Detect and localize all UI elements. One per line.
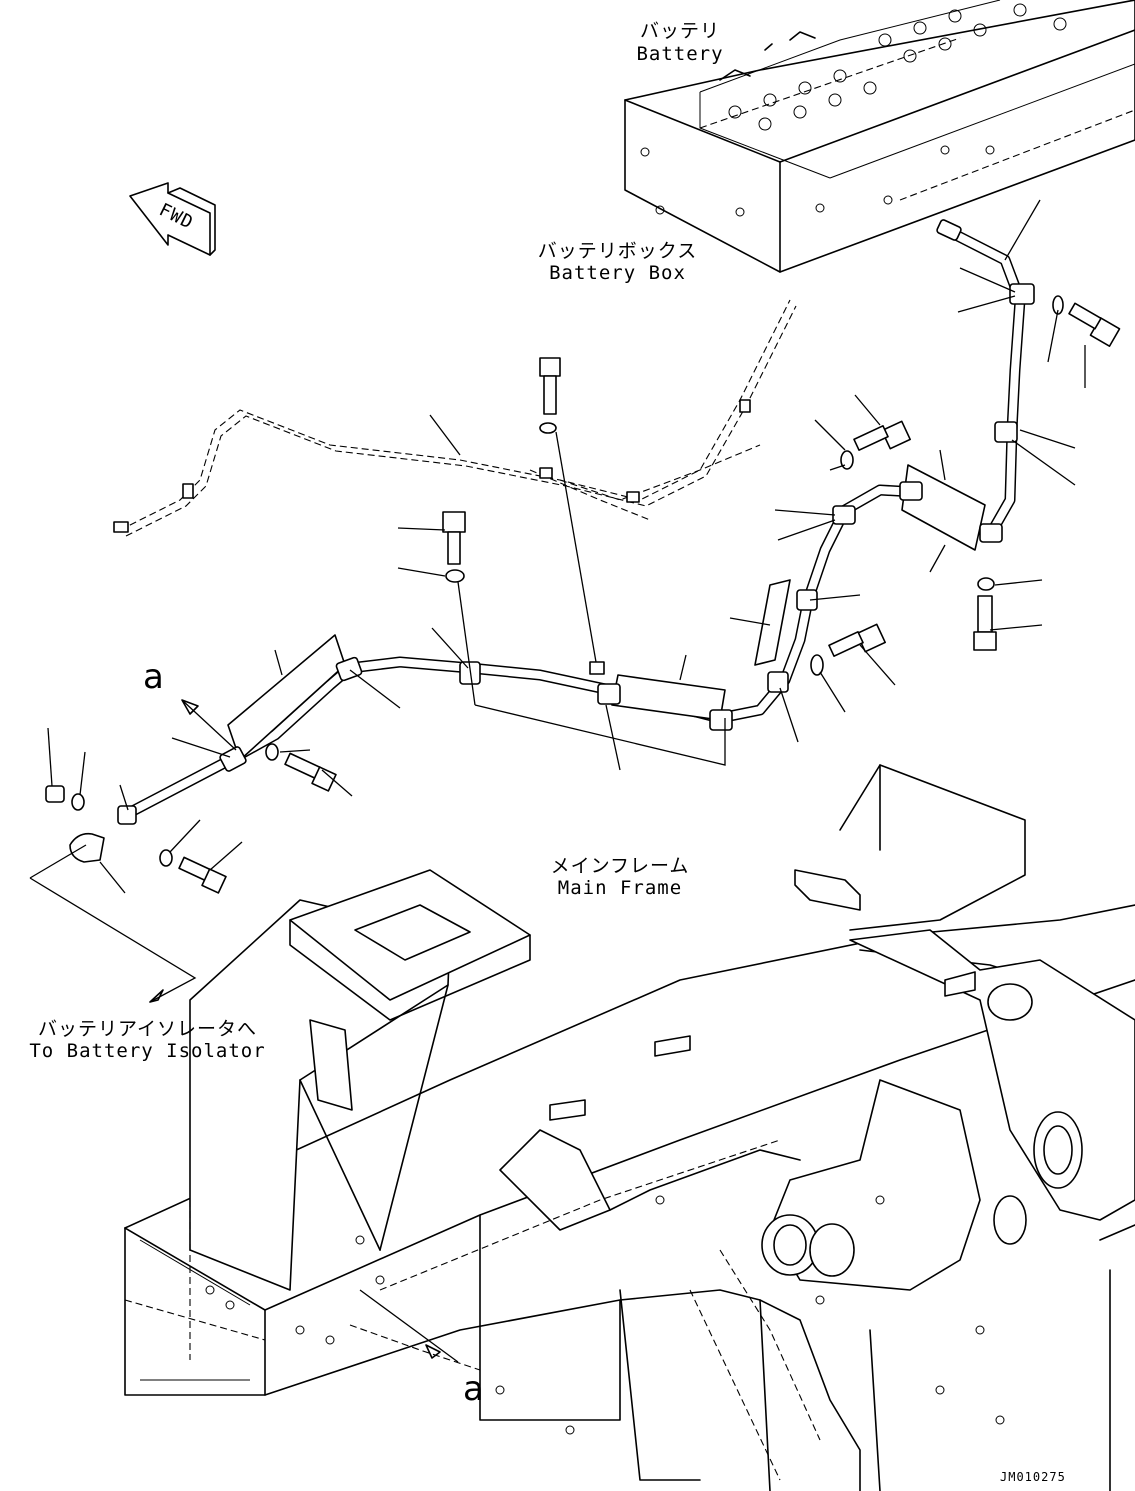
fasteners (45, 295, 1121, 894)
battery-terminal (936, 219, 962, 241)
battery-box (624, 0, 1135, 273)
main-frame-label-jp: メインフレーム (550, 855, 690, 877)
detail-mark-a-top: a (143, 657, 164, 697)
battery-label-jp: バッテリ (639, 20, 720, 42)
wiring-harness (113, 299, 797, 537)
battery-box-label-jp: バッテリボックス (537, 240, 698, 262)
hose-clamps (117, 283, 1035, 825)
hose-sleeves (227, 464, 986, 761)
main-frame (124, 764, 1135, 1491)
leader-lines (29, 199, 1086, 1363)
fwd-arrow-icon (129, 182, 216, 256)
isolator-label-en: To Battery Isolator (29, 1040, 266, 1062)
detail-mark-a-bottom: a (463, 1369, 484, 1409)
battery-label-en: Battery (636, 43, 724, 65)
isolator-label-jp: バッテリアイソレータへ (37, 1018, 258, 1040)
battery-box-label-en: Battery Box (549, 262, 686, 284)
drawing-code: JM010275 (1000, 1470, 1066, 1484)
main-frame-label-en: Main Frame (557, 877, 683, 899)
